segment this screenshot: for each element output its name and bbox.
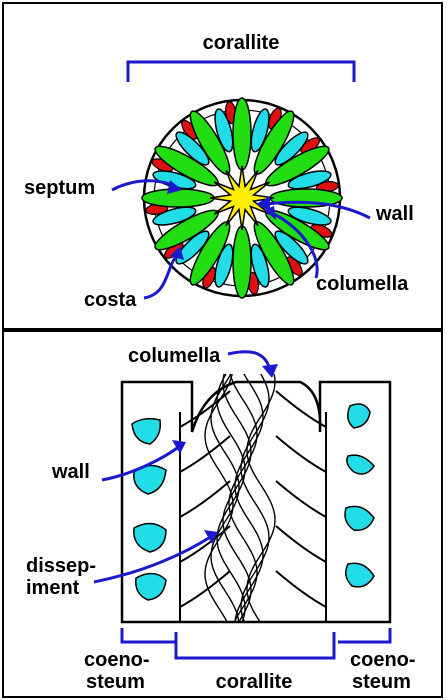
label-columella: columella [316, 273, 409, 295]
costa-arrow [144, 254, 178, 298]
label-dissepiment-2: iment [26, 577, 80, 599]
corallite-bracket [128, 62, 354, 82]
label-coenosteum-left-1: coeno- [84, 649, 150, 671]
coenosteum-cells [132, 404, 374, 600]
label-columella-bottom: columella [128, 345, 221, 367]
label-dissepiment-1: dissep- [26, 555, 96, 577]
corallite-bottom-bracket [176, 632, 334, 658]
label-wall: wall [375, 203, 414, 225]
label-septum: septum [24, 177, 95, 199]
corallite-cross-section-diagram: corallite septum wall costa columella [4, 4, 445, 332]
columella-shape [210, 166, 274, 230]
dissepiment-right [276, 571, 326, 607]
columella-strand [235, 374, 263, 622]
coenosteum-cell-right-3 [345, 506, 374, 530]
columella-top-arrowhead [262, 364, 278, 378]
dissepiment-left [180, 481, 230, 517]
coenosteum-left-bracket [122, 628, 176, 642]
coenosteum-right-bracket [338, 628, 390, 642]
top-panel-corallite-cross-section: corallite septum wall costa columella [2, 2, 443, 330]
coenosteum-cell-right-1 [348, 404, 370, 428]
label-wall-bottom: wall [51, 461, 90, 483]
dissepiment-right [276, 481, 326, 517]
dissepiment-right [276, 526, 326, 562]
septum-major [233, 226, 251, 298]
columella-strands [205, 374, 275, 622]
coenosteum-cell-left-4 [136, 573, 166, 600]
label-corallite: corallite [203, 32, 280, 54]
coenosteum-cell-right-2 [347, 455, 374, 474]
bottom-panel-corallite-longitudinal-section: columella wall dissep- iment coeno- steu… [2, 330, 443, 698]
coenosteum-cell-left-3 [134, 523, 166, 552]
septum-major [233, 98, 251, 170]
coenosteum-cell-right-4 [346, 563, 374, 587]
label-coenosteum-right-2: steum [352, 671, 411, 693]
label-coenosteum-left-2: steum [86, 671, 145, 693]
septum-major [142, 189, 214, 207]
label-corallite-bottom: corallite [216, 671, 293, 693]
dissepiment-right [276, 436, 326, 472]
label-costa: costa [84, 289, 137, 311]
coenosteum-cell-left-1 [132, 419, 160, 444]
corallite-longitudinal-section-diagram: columella wall dissep- iment coeno- steu… [4, 332, 445, 700]
label-coenosteum-right-1: coeno- [350, 649, 416, 671]
